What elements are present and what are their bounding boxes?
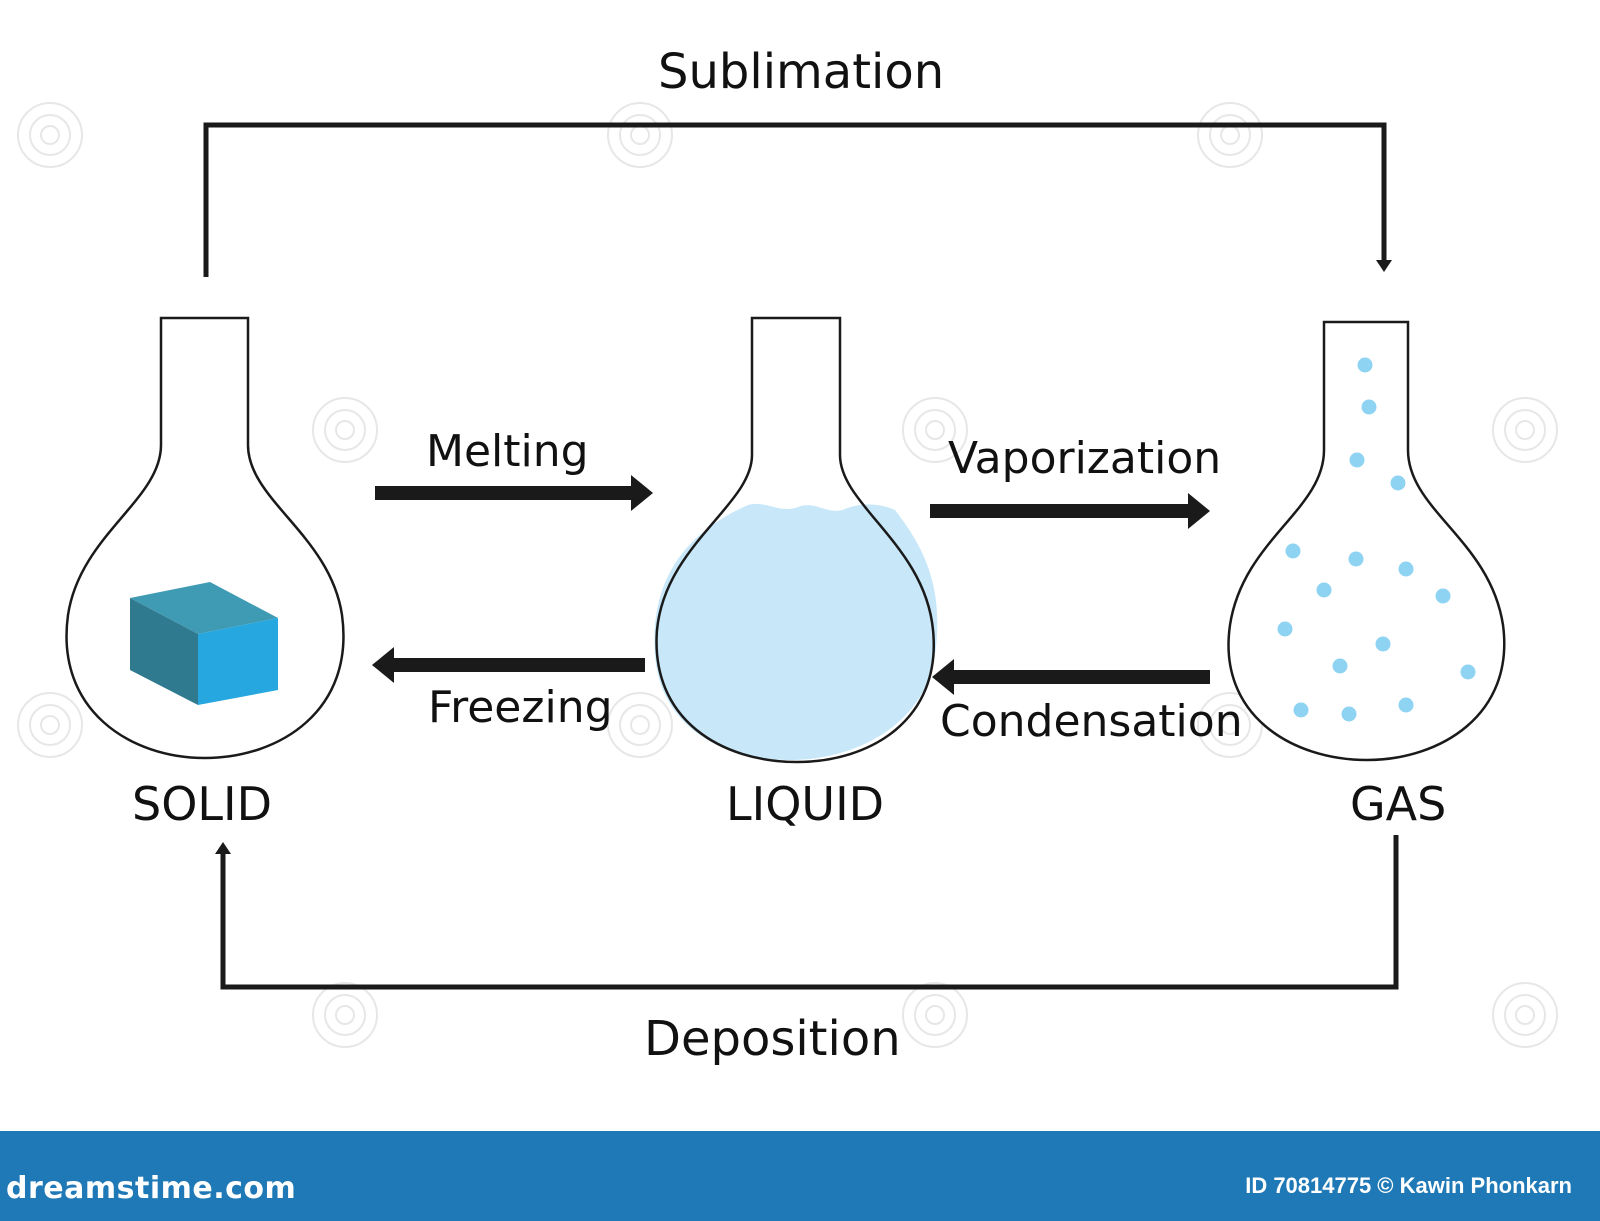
gas-label: GAS xyxy=(1350,777,1447,831)
footer-bar: dreamstime.com ID 70814775 © Kawin Phonk… xyxy=(0,1131,1600,1221)
sublimation-arrow xyxy=(203,122,1392,277)
vaporization-arrow xyxy=(930,493,1210,529)
solid-label: SOLID xyxy=(132,777,273,831)
melting-arrow xyxy=(375,475,653,511)
diagram-canvas xyxy=(17,102,1558,1048)
liquid-fill xyxy=(654,503,938,760)
gas-particles xyxy=(1277,357,1476,722)
deposition-label: Deposition xyxy=(644,1011,901,1067)
gas-flask xyxy=(1227,320,1506,762)
melting-label: Melting xyxy=(426,426,589,477)
condensation-arrow xyxy=(932,659,1210,695)
ice-cube xyxy=(130,582,278,705)
vaporization-label: Vaporization xyxy=(948,433,1222,484)
freezing-label: Freezing xyxy=(428,682,613,733)
condensation-label: Condensation xyxy=(940,696,1243,747)
image-credit: ID 70814775 © Kawin Phonkarn xyxy=(1245,1173,1572,1198)
freezing-arrow xyxy=(372,647,645,683)
liquid-flask xyxy=(655,316,936,764)
brand-logo[interactable]: dreamstime.com xyxy=(6,1171,297,1206)
watermark-pattern xyxy=(17,102,1558,1048)
sublimation-label: Sublimation xyxy=(658,44,945,100)
deposition-arrow xyxy=(215,835,1399,990)
liquid-label: LIQUID xyxy=(726,777,885,831)
